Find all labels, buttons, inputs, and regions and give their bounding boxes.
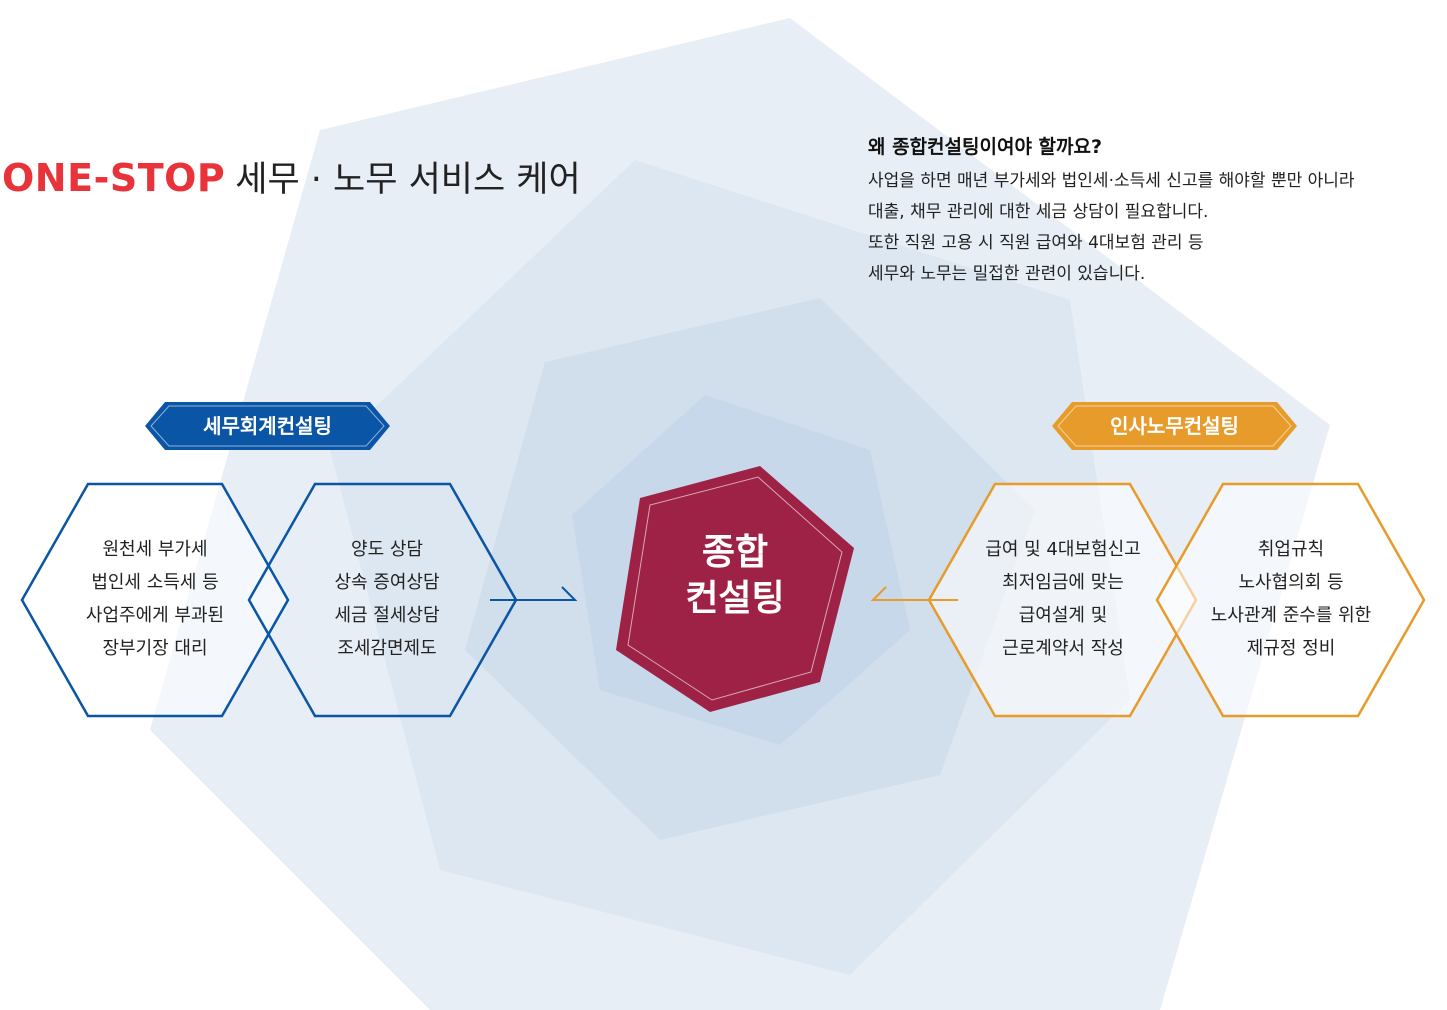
headline-subtitle: 세무 · 노무 서비스 케어 <box>235 160 581 200</box>
why-title: 왜 종합컨설팅이여야 할까요? <box>868 136 1103 158</box>
hex-line: 취업규칙 <box>1257 539 1325 560</box>
hex-line: 세금 절세상담 <box>334 605 440 626</box>
why-section: 왜 종합컨설팅이여야 할까요? 사업을 하면 매년 부가세와 법인세·소득세 신… <box>868 132 1440 290</box>
labor-hexagon-2 <box>1155 482 1426 718</box>
center-hexagon <box>616 466 854 712</box>
labor-badge-inner-border <box>1057 405 1292 447</box>
why-line: 세무와 노무는 밀접한 관련이 있습니다. <box>868 264 1146 284</box>
tax-hexagon-1 <box>20 482 290 718</box>
center-label: 종합 컨설팅 <box>615 530 855 622</box>
center-hexagon-inner-border <box>627 476 843 701</box>
tax-arrow <box>490 586 578 601</box>
labor-hexagon-1-text: 급여 및 4대보험신고 최저임금에 맞는 급여설계 및 근로계약서 작성 <box>938 533 1188 665</box>
hex-line: 법인세 소득세 등 <box>91 572 219 593</box>
why-line: 또한 직원 고용 시 직원 급여와 4대보험 관리 등 <box>868 233 1204 253</box>
hex-line: 원천세 부가세 <box>102 539 208 560</box>
hex-line: 사업주에게 부과된 <box>85 605 225 626</box>
tax-hexagon-2-text: 양도 상담 상속 증여상담 세금 절세상담 조세감면제도 <box>262 533 512 665</box>
hex-line: 급여설계 및 <box>1018 605 1108 626</box>
center-label-line: 컨설팅 <box>685 578 785 619</box>
tax-badge-shape <box>145 402 390 450</box>
labor-badge-shape <box>1052 402 1297 450</box>
hex-line: 근로계약서 작성 <box>1002 638 1124 659</box>
hex-line: 급여 및 4대보험신고 <box>985 539 1141 560</box>
center-label-line: 종합 <box>701 532 769 573</box>
hex-line: 최저임금에 맞는 <box>1002 572 1124 593</box>
labor-badge-label: 인사노무컨설팅 <box>1110 414 1239 438</box>
hex-line: 양도 상담 <box>351 539 423 560</box>
why-line: 대출, 채무 관리에 대한 세금 상담이 필요합니다. <box>868 202 1209 222</box>
hex-line: 장부기장 대리 <box>102 638 208 659</box>
brand-title: ONE-STOP <box>2 156 226 200</box>
tax-badge-inner-border <box>150 405 385 447</box>
why-line: 사업을 하면 매년 부가세와 법인세·소득세 신고를 해야할 뿐만 아니라 <box>868 171 1355 191</box>
hex-line: 노사협의회 등 <box>1238 572 1344 593</box>
hex-line: 제규정 정비 <box>1246 638 1336 659</box>
tax-hexagon-2 <box>247 482 518 718</box>
labor-arrow <box>870 586 958 601</box>
labor-hexagon-2-text: 취업규칙 노사협의회 등 노사관계 준수를 위한 제규정 정비 <box>1166 533 1416 665</box>
tax-badge-label: 세무회계컨설팅 <box>203 414 332 438</box>
tax-hexagon-1-text: 원천세 부가세 법인세 소득세 등 사업주에게 부과된 장부기장 대리 <box>30 533 280 665</box>
hex-line: 상속 증여상담 <box>334 572 440 593</box>
hex-line: 노사관계 준수를 위한 <box>1210 605 1372 626</box>
hex-line: 조세감면제도 <box>337 638 437 659</box>
